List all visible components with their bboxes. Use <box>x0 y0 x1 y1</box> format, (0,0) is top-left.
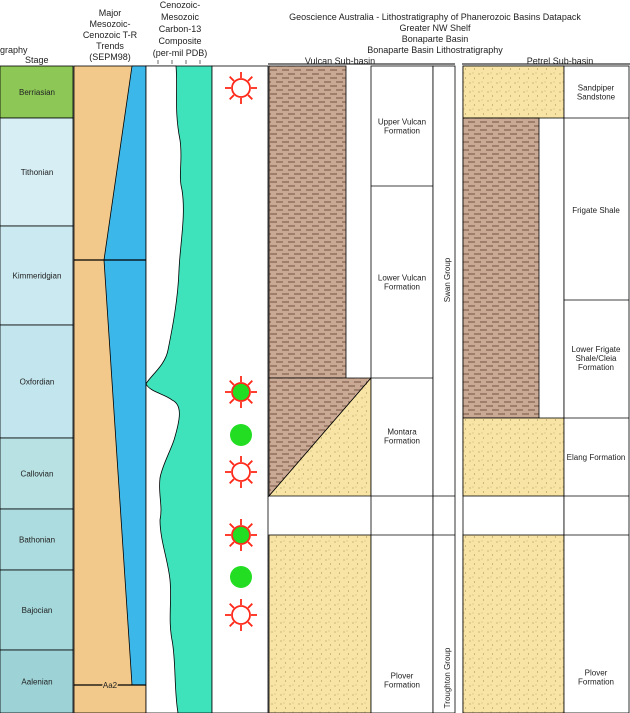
carbon-scale-ticks <box>157 60 201 64</box>
header-title-line: Bonaparte Basin <box>402 34 469 44</box>
header-col-stage: Stage <box>25 55 49 65</box>
vulcan-shale-upper <box>268 65 347 379</box>
stage-label: Kimmeridgian <box>13 272 62 281</box>
petrel-formation-label: Lower Frigate <box>572 345 621 354</box>
petrel-formation-label: Formation <box>578 363 614 372</box>
petrel-plover-sand <box>462 534 565 713</box>
hollow-sun-symbol <box>225 456 257 488</box>
group-label-swan: Swan Group <box>443 257 452 302</box>
tr-trends-column: Aa2 <box>73 65 147 713</box>
vulcan-formation-label: Montara <box>387 428 417 437</box>
petrel-sand-elang <box>462 417 565 497</box>
stage-cell <box>0 225 74 326</box>
vulcan-formation-label: Formation <box>384 283 420 292</box>
hollow-sun-symbol <box>225 599 257 631</box>
header-carbon-line: Cenozoic- <box>160 0 201 10</box>
header-tr-line: Mesozoic- <box>89 19 130 29</box>
stage-cell <box>0 437 74 510</box>
filled-dot-symbol <box>230 566 252 588</box>
carbon-curve-column <box>145 65 213 713</box>
vulcan-group-column: Swan Group Troughton Group <box>432 65 456 713</box>
stage-label: Bajocian <box>22 606 53 615</box>
header-vulcan: Vulcan Sub-basin <box>305 56 375 66</box>
petrel-lithology <box>462 65 565 713</box>
vulcan-formation-label: Upper Vulcan <box>378 118 426 127</box>
stage-column: BerriasianTithonianKimmeridgianOxfordian… <box>0 65 74 713</box>
filled-sun-symbol <box>225 519 257 551</box>
petrel-formation-label: Sandstone <box>577 93 616 102</box>
header-petrel: Petrel Sub-basin <box>527 56 594 66</box>
stage-cell <box>0 569 74 651</box>
header-col-left: graphy <box>0 45 28 55</box>
vulcan-formation-label: Formation <box>384 127 420 136</box>
stage-label: Aalenian <box>21 678 52 687</box>
stage-label: Oxfordian <box>20 378 55 387</box>
header-title-line: Bonaparte Basin Lithostratigraphy <box>367 45 503 55</box>
petrel-shale <box>462 117 540 419</box>
vulcan-plover-sand <box>268 534 372 713</box>
header-title-line: Geoscience Australia - Lithostratigraphy… <box>289 12 581 22</box>
vulcan-formation-label: Formation <box>384 681 420 690</box>
vulcan-lithology <box>268 65 372 713</box>
vulcan-formation-label: Lower Vulcan <box>378 274 426 283</box>
symbol-markers <box>225 72 257 631</box>
group-label-troughton: Troughton Group <box>443 647 452 708</box>
stage-cell <box>0 649 74 713</box>
header-tr-line: Major <box>99 8 122 18</box>
petrel-formation-label: Formation <box>578 678 614 687</box>
header-carbon: Cenozoic- Mesozoic Carbon-13 Composite (… <box>153 0 208 58</box>
header-title: Geoscience Australia - Lithostratigraphy… <box>289 12 581 55</box>
filled-dot-symbol <box>230 424 252 446</box>
petrel-formation-label: Elang Formation <box>567 453 626 462</box>
vulcan-formation-label: Formation <box>384 437 420 446</box>
header-tr-line: Cenozoic T-R <box>83 30 138 40</box>
header-carbon-line: Carbon-13 <box>159 24 202 34</box>
stage-label: Tithonian <box>21 168 54 177</box>
hollow-sun-symbol <box>225 72 257 104</box>
vulcan-formation-column <box>370 65 434 713</box>
stage-label: Bathonian <box>19 536 55 545</box>
petrel-formation-label: Sandpiper <box>578 84 615 93</box>
header-carbon-line: Mesozoic <box>161 12 200 22</box>
header-carbon-line: (per-mil PDB) <box>153 48 208 58</box>
header-carbon-line: Composite <box>158 36 201 46</box>
filled-sun-symbol <box>225 376 257 408</box>
header-tr-trends: Major Mesozoic- Cenozoic T-R Trends (SEP… <box>83 8 138 62</box>
petrel-formation-column <box>563 65 630 713</box>
stage-label: Berriasian <box>19 88 55 97</box>
header-title-line: Greater NW Shelf <box>399 23 471 33</box>
header-tr-line: (SEPM98) <box>89 52 131 62</box>
petrel-sand-top <box>462 65 565 119</box>
stage-label: Callovian <box>21 470 54 479</box>
stage-cell <box>0 65 74 119</box>
header-tr-line: Trends <box>96 41 124 51</box>
vulcan-formation-label: Plover <box>391 672 414 681</box>
petrel-formation-label: Plover <box>585 669 608 678</box>
tr-aa2-label: Aa2 <box>103 681 118 690</box>
carbon-curve-white <box>145 65 184 713</box>
stage-cell <box>0 508 74 571</box>
petrel-formation-label: Frigate Shale <box>572 206 620 215</box>
petrel-formation-label: Shale/Cleia <box>576 354 617 363</box>
